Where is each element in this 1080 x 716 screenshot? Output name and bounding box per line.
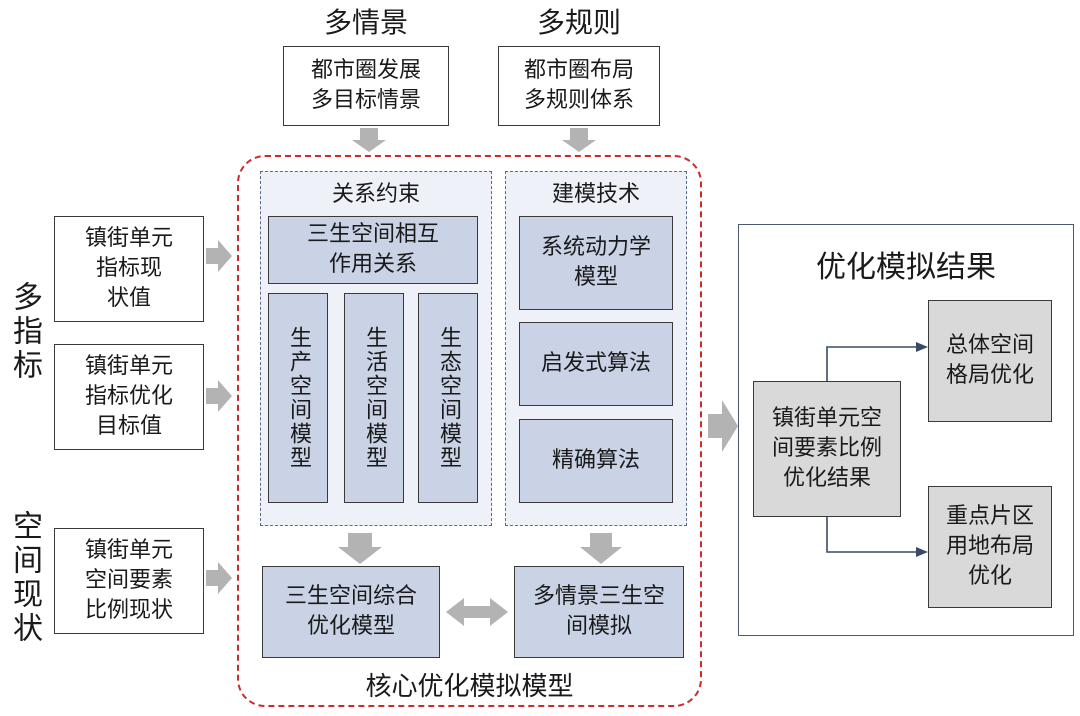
tech-item-exact: 精确算法 (519, 419, 673, 503)
result-bottom-box: 重点片区 用地布局 优化 (928, 486, 1052, 608)
space-status-label: 空间现状 (7, 510, 42, 646)
connector-head-bottom (916, 547, 928, 557)
index-status-box: 镇街单元 指标现 状值 (54, 216, 204, 322)
connector-head-top (916, 342, 928, 352)
relation-panel-title: 关系约束 (331, 182, 420, 207)
multi-index-label: 多指标 (7, 281, 42, 383)
core-title: 核心优化模拟模型 (365, 671, 574, 702)
arrow-right-1 (206, 240, 232, 272)
arrow-right-2 (206, 380, 232, 412)
space-status-box: 镇街单元 空间要素 比例现状 (54, 528, 204, 634)
result-center-box: 镇街单元空 间要素比例 优化结果 (753, 381, 901, 517)
arrow-right-result (708, 400, 738, 452)
scenario-sim-box: 多情景三生空 间模拟 (514, 566, 684, 658)
scenario-title: 多情景 (323, 6, 408, 39)
living-model-box: 生活空间模型 (344, 293, 404, 503)
tech-panel-title: 建模技术 (551, 182, 640, 207)
ecology-model-label: 生态空间模型 (436, 326, 461, 470)
arrow-double (446, 598, 508, 626)
rules-title: 多规则 (536, 6, 621, 39)
space-status-label-wrap: 空间现状 (4, 498, 44, 658)
core-container (237, 155, 702, 707)
multi-index-label-wrap: 多指标 (4, 272, 44, 392)
tech-item-heuristic: 启发式算法 (519, 322, 673, 406)
arrow-right-3 (206, 562, 232, 594)
ecology-model-box: 生态空间模型 (418, 293, 478, 503)
arrow-down-tech (580, 533, 622, 564)
production-model-label: 生产空间模型 (286, 326, 311, 470)
connector-to-top (826, 346, 918, 381)
arrow-down-relation (338, 533, 382, 564)
result-top-box: 总体空间 格局优化 (928, 300, 1052, 422)
index-target-box: 镇街单元 指标优化 目标值 (54, 344, 204, 450)
interaction-box: 三生空间相互 作用关系 (268, 216, 478, 284)
connector-to-bottom (826, 517, 918, 553)
production-model-box: 生产空间模型 (268, 293, 328, 503)
arrow-down-scenario (352, 128, 386, 152)
scenario-box: 都市圈发展 多目标情景 (283, 46, 449, 126)
rules-box: 都市圈布局 多规则体系 (498, 46, 660, 126)
integrated-model-box: 三生空间综合 优化模型 (262, 566, 440, 658)
living-model-label: 生活空间模型 (362, 326, 387, 470)
result-title: 优化模拟结果 (816, 250, 996, 285)
arrow-down-rules (562, 128, 596, 152)
tech-item-system-dynamics: 系统动力学 模型 (519, 216, 673, 310)
